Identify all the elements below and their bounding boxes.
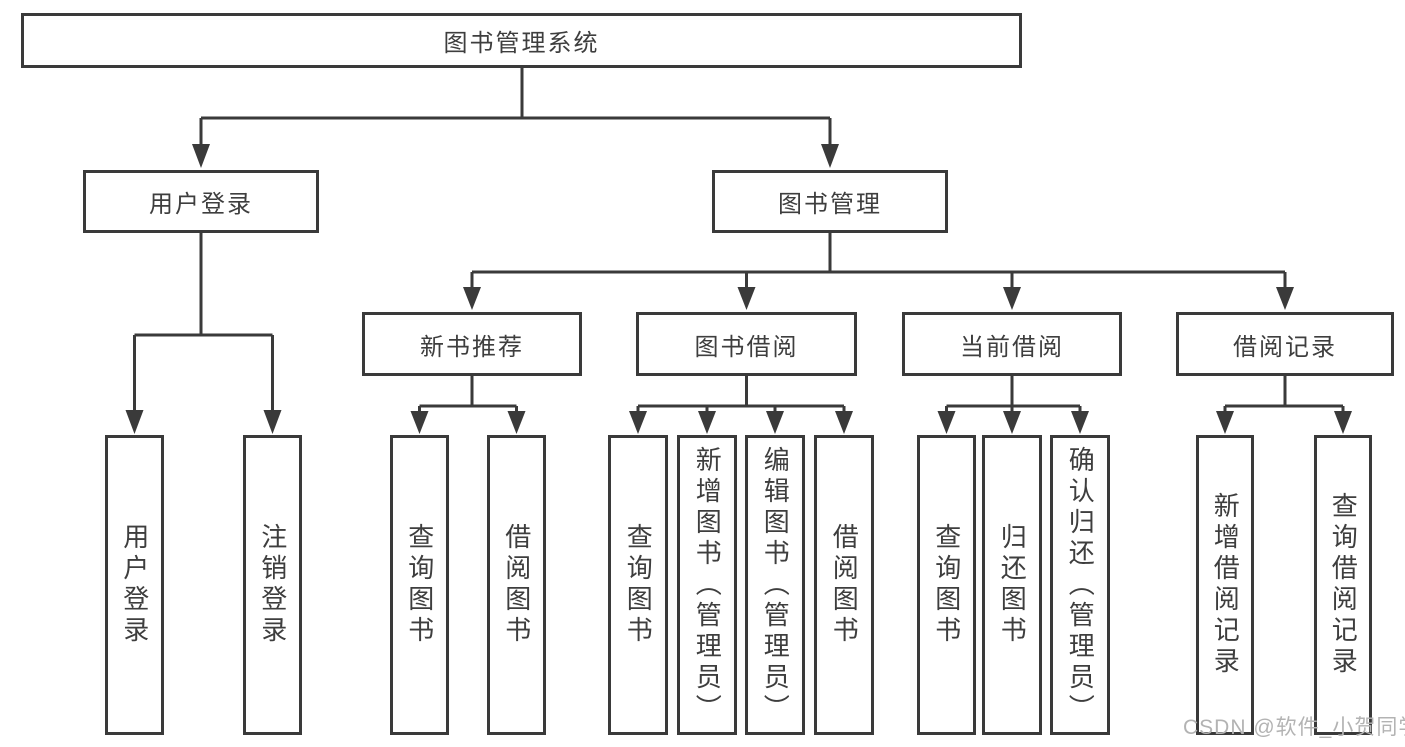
node-book-management-system: 图书管理系统: [21, 13, 1022, 68]
node-borrowing-records: 借阅记录: [1176, 312, 1394, 376]
leaf-return-books: 归还图书: [982, 435, 1042, 735]
leaf-borrow-books-recommendation: 借阅图书: [487, 435, 546, 735]
leaf-logout: 注销登录: [243, 435, 302, 735]
leaf-query-borrow-record: 查询借阅记录: [1314, 435, 1372, 735]
leaf-add-books-admin: 新增图书（管理员）: [677, 435, 737, 735]
leaf-query-books-current: 查询图书: [917, 435, 976, 735]
node-current-borrowing: 当前借阅: [902, 312, 1122, 376]
node-book-management: 图书管理: [712, 170, 948, 233]
node-new-book-recommendation: 新书推荐: [362, 312, 582, 376]
leaf-query-books-recommendation: 查询图书: [390, 435, 449, 735]
leaf-borrow-books: 借阅图书: [814, 435, 874, 735]
leaf-user-login: 用户登录: [105, 435, 164, 735]
leaf-edit-books-admin: 编辑图书（管理员）: [745, 435, 805, 735]
leaf-add-borrow-record: 新增借阅记录: [1196, 435, 1254, 735]
node-book-borrowing: 图书借阅: [636, 312, 857, 376]
csdn-watermark: CSDN @软件_小贺同学: [1183, 716, 1405, 739]
node-user-login: 用户登录: [83, 170, 319, 233]
leaf-confirm-return-admin: 确认归还（管理员）: [1050, 435, 1110, 735]
leaf-query-books-borrowing: 查询图书: [608, 435, 668, 735]
